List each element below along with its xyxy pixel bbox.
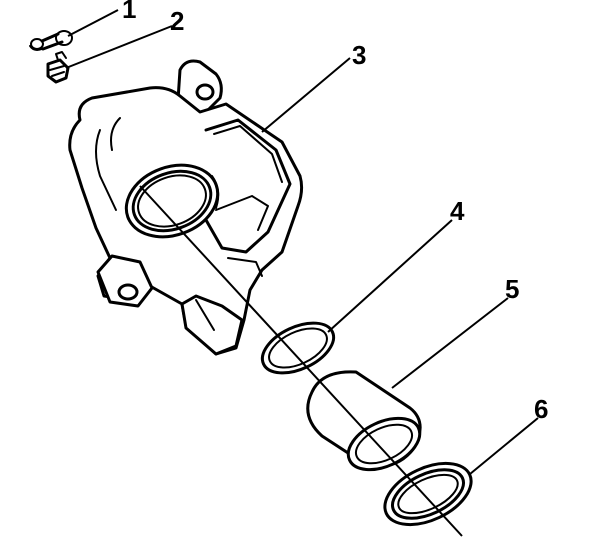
part-3-caliper-housing [68,59,304,356]
leader-6 [469,417,539,475]
part-6-dust-boot [383,461,473,527]
callout-5: 5 [505,274,519,304]
leader-4 [327,219,453,333]
callout-6: 6 [534,394,548,424]
callout-3: 3 [352,40,366,70]
callout-2: 2 [170,6,184,36]
callout-1: 1 [122,0,136,24]
assembly-axis-line [139,185,463,537]
callout-4: 4 [450,196,465,226]
leader-1 [67,9,119,37]
part-1-bleeder-cap [29,30,73,51]
leader-lines [65,9,539,475]
leader-3 [261,57,351,133]
leader-2 [65,25,173,69]
part-2-bleeder-valve [46,51,70,84]
leader-5 [391,297,509,389]
